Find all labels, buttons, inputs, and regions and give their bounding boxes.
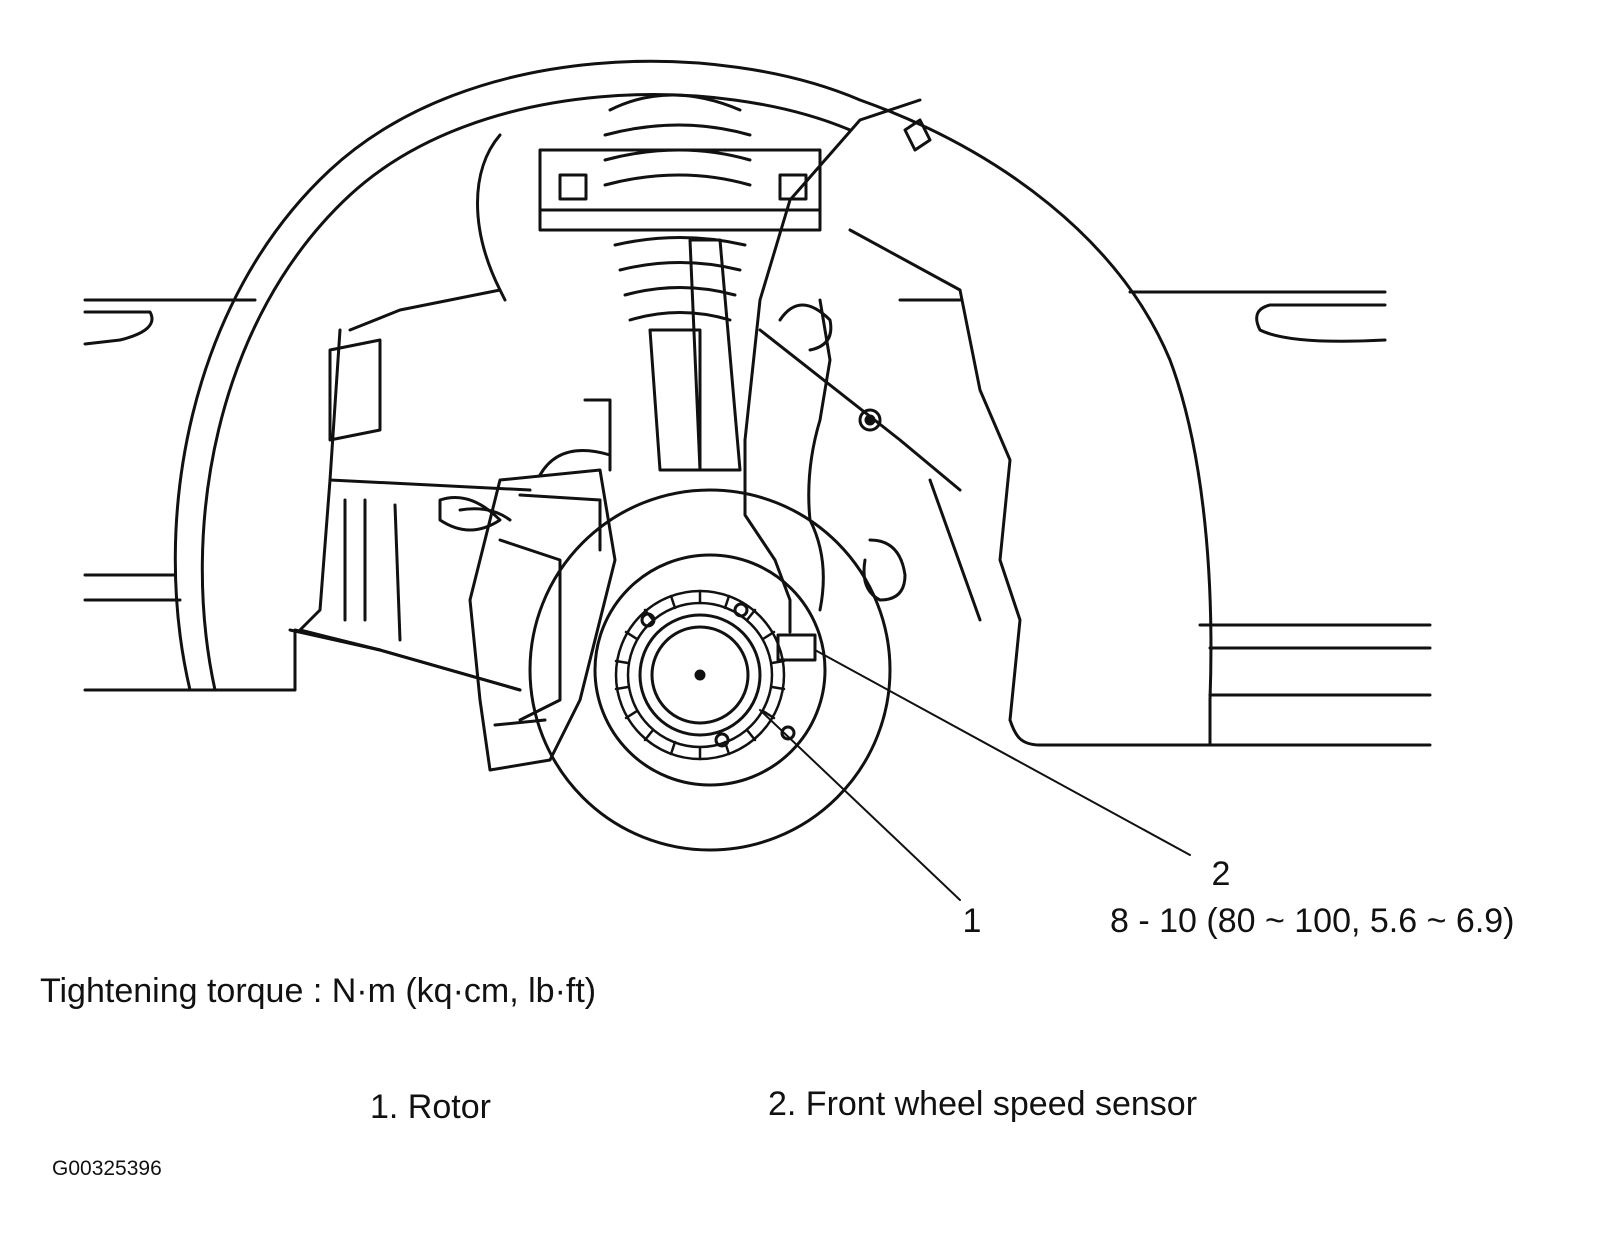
leader-line-2 — [814, 649, 1191, 856]
legend-item-speed-sensor: 2. Front wheel speed sensor — [768, 1085, 1197, 1123]
rotor — [528, 488, 892, 852]
tone-ring — [614, 589, 786, 761]
strut-spring-assembly — [538, 93, 822, 472]
callout-number-2: 2 — [1212, 855, 1231, 893]
wheel-speed-sensor — [743, 98, 932, 662]
figure-id: G00325396 — [52, 1157, 162, 1180]
torque-note: Tightening torque : N·m (kq·cm, lb·ft) — [40, 972, 596, 1010]
brake-caliper — [468, 398, 617, 772]
car-body-outline — [83, 290, 1432, 747]
inner-fender-liner — [298, 133, 1022, 722]
leader-line-1 — [759, 709, 961, 901]
legend-item-rotor: 1. Rotor — [370, 1088, 491, 1126]
callout-number-1: 1 — [963, 902, 982, 940]
torque-value-2: 8 - 10 (80 ~ 100, 5.6 ~ 6.9) — [1110, 902, 1515, 940]
